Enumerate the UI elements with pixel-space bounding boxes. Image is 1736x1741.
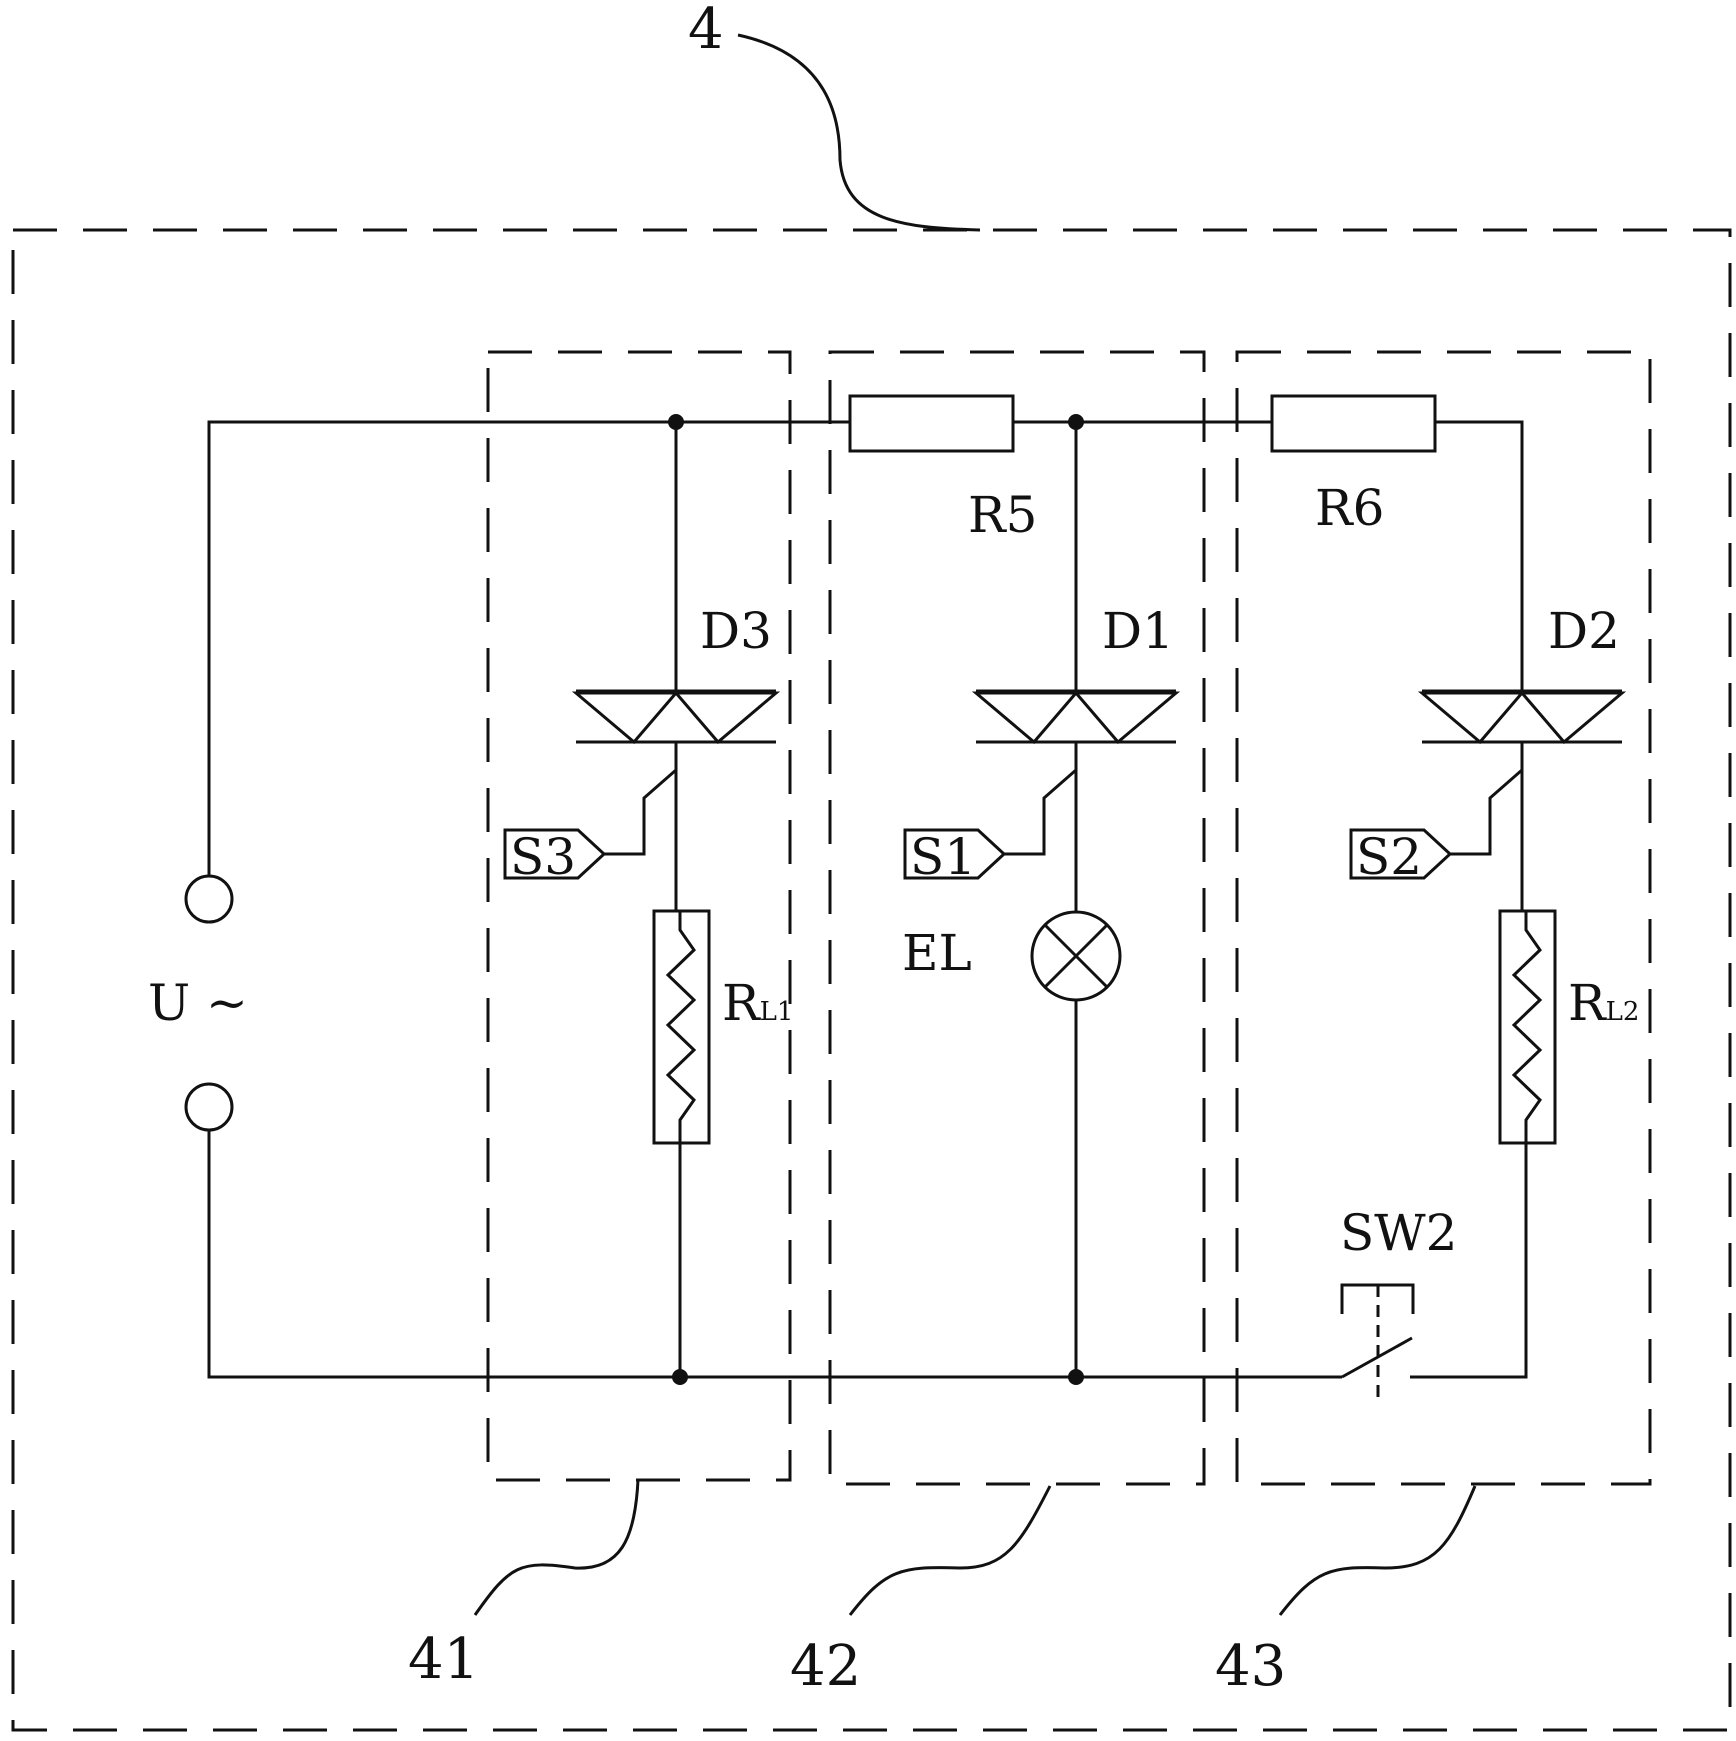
s3-label: S3	[510, 828, 576, 886]
gate-s2-tag	[1349, 828, 1453, 880]
wire-source-top	[207, 420, 850, 876]
s2-label: S2	[1356, 828, 1422, 886]
r5-label: R5	[968, 486, 1037, 544]
d2-gate-lead	[1450, 742, 1524, 856]
triac-d3-icon	[571, 689, 781, 745]
gate-s1-tag	[903, 828, 1007, 880]
wire-source-bottom	[207, 1130, 1342, 1379]
junction-dot	[672, 1369, 688, 1385]
triac-d2-icon	[1417, 689, 1627, 745]
leader-42	[848, 1485, 1052, 1616]
ref-42: 42	[790, 1634, 861, 1699]
gate-s3-tag	[503, 828, 607, 880]
ref-43: 43	[1215, 1634, 1286, 1699]
d2-label: D2	[1548, 602, 1620, 660]
rl1-label: RL1	[722, 974, 793, 1032]
lamp-el-cross	[1043, 923, 1109, 989]
switch-sw2-blade	[1341, 1336, 1413, 1379]
d1-label: D1	[1102, 602, 1174, 660]
wire-r6-right	[1435, 420, 1524, 691]
junction-dot	[668, 414, 684, 430]
junction-dot	[1068, 414, 1084, 430]
el-label: EL	[902, 924, 972, 982]
module-42-boundary	[828, 350, 1206, 1486]
resistor-r6	[1270, 394, 1437, 453]
source-terminal-top	[184, 874, 234, 924]
sw2-label: SW2	[1340, 1204, 1457, 1262]
module-41-boundary	[486, 350, 792, 1482]
junction-dot	[1068, 1369, 1084, 1385]
wire-rl2-bottom	[1410, 1143, 1528, 1379]
heater-rl1	[652, 909, 711, 1145]
module-4-boundary	[11, 228, 1732, 1732]
rl2-label: RL2	[1568, 974, 1639, 1032]
source-label: U ~	[148, 974, 248, 1032]
d3-label: D3	[700, 602, 772, 660]
d1-gate-lead	[1004, 742, 1078, 856]
d3-gate-lead	[604, 742, 678, 856]
heater-rl2	[1498, 909, 1557, 1145]
heater-rl2-coil-icon	[1511, 911, 1543, 1143]
leader-41	[473, 1479, 640, 1616]
triac-d1-icon	[971, 689, 1181, 745]
ref-41: 41	[408, 1627, 479, 1692]
heater-rl1-coil-icon	[665, 911, 697, 1143]
r6-label: R6	[1315, 479, 1384, 537]
ref-4: 4	[688, 0, 724, 62]
resistor-r5	[848, 394, 1015, 453]
source-terminal-bottom	[184, 1082, 234, 1132]
s1-label: S1	[910, 828, 976, 886]
leader-43	[1278, 1485, 1477, 1616]
leader-4	[737, 33, 981, 232]
module-43-boundary	[1235, 350, 1652, 1486]
